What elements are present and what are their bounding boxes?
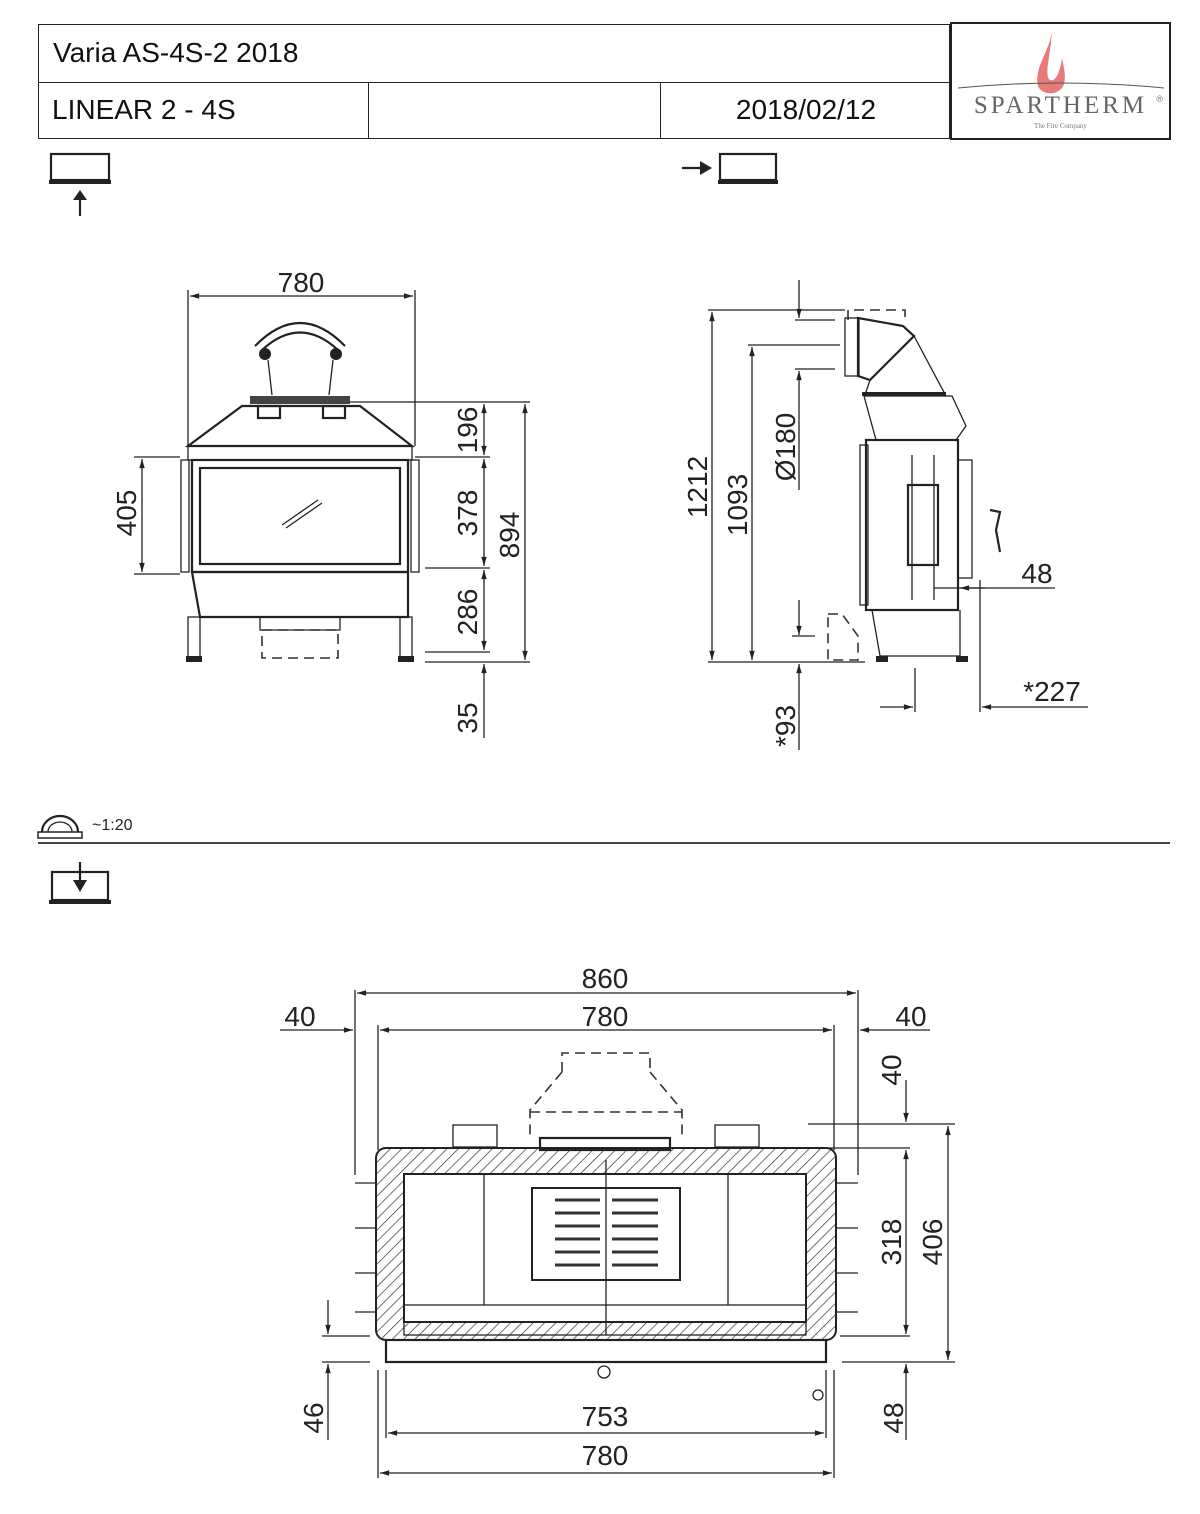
top-front-left-label: 46	[298, 1402, 329, 1433]
side-foot-offset-label: *227	[1023, 676, 1081, 707]
side-total-height-label: 1212	[682, 456, 713, 518]
top-right-gap-label: 40	[895, 1001, 926, 1032]
front-bottom-height-label: 286	[452, 589, 483, 636]
side-bottom-extension-label: *93	[770, 705, 801, 747]
side-view-drawing	[827, 309, 1002, 662]
front-foot-height-label: 35	[452, 702, 483, 733]
model-title: Varia AS-4S-2 2018	[53, 37, 299, 68]
top-front-right-label: 48	[878, 1402, 909, 1433]
front-view-icon	[49, 152, 111, 216]
top-total-depth-label: 406	[917, 1219, 948, 1266]
side-flue-height-label: 1093	[722, 474, 753, 536]
top-inner-width-label: 780	[582, 1001, 629, 1032]
top-outer-width-label: 860	[582, 963, 629, 994]
top-door-width-label: 753	[582, 1401, 629, 1432]
date-cell: 2018/02/12	[735, 94, 877, 125]
empty-cell	[369, 82, 661, 138]
top-inner-depth-label: 318	[876, 1219, 907, 1266]
side-view-icon	[682, 152, 778, 184]
front-total-height-label: 894	[494, 512, 525, 559]
top-rear-gap-label: 40	[876, 1054, 907, 1085]
scale-icon	[37, 814, 83, 839]
scale-label: ~1:20	[92, 817, 133, 834]
front-view-drawing	[180, 322, 420, 662]
flame-icon	[957, 32, 1165, 94]
front-width-label: 780	[278, 267, 325, 298]
top-view-icon	[49, 862, 111, 904]
series-cell: LINEAR 2 - 4S	[39, 82, 369, 138]
spartherm-logo: SPARTHERM ® The Fire Company	[950, 22, 1171, 140]
front-view-dimensions	[134, 290, 530, 738]
side-view-dimensions	[708, 280, 1088, 750]
title-block: Varia AS-4S-2 2018 LINEAR 2 - 4S 2018/02…	[38, 24, 950, 139]
logo-registered: ®	[1156, 94, 1163, 104]
logo-tagline: The Fire Company	[1034, 122, 1087, 130]
side-flue-diameter-label: Ø180	[770, 413, 801, 482]
front-left-opening-label: 405	[111, 490, 142, 537]
top-base-width-label: 780	[582, 1440, 629, 1471]
top-view-drawing	[355, 1052, 858, 1401]
front-window-height-label: 378	[452, 490, 483, 537]
logo-brand: SPARTHERM	[973, 92, 1148, 119]
title-row: Varia AS-4S-2 2018	[39, 25, 949, 83]
side-depth-offset-label: 48	[1021, 558, 1052, 589]
front-top-height-label: 196	[452, 407, 483, 454]
top-left-gap-label: 40	[284, 1001, 315, 1032]
top-view-dimensions	[280, 990, 955, 1478]
